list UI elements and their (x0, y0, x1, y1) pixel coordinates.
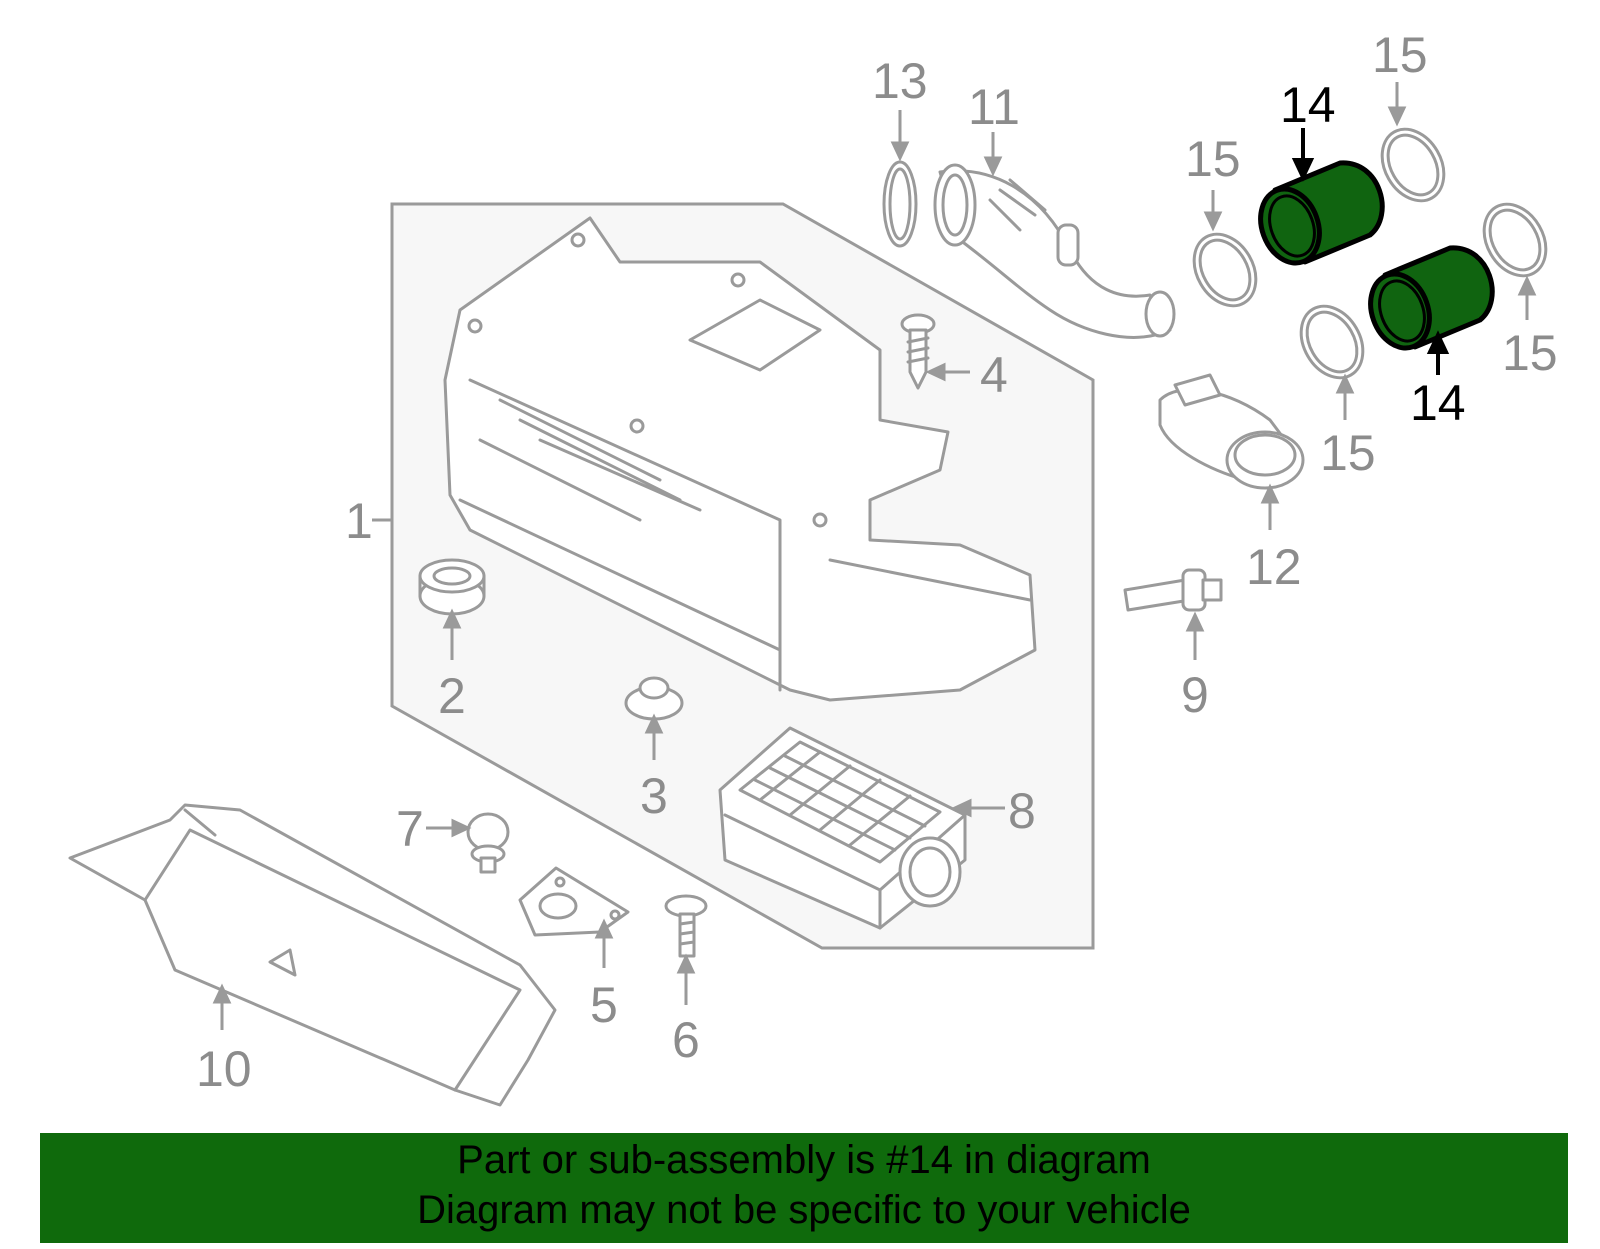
callout-14-lower: 14 (1410, 375, 1466, 431)
info-banner: Part or sub-assembly is #14 in diagram D… (40, 1133, 1568, 1243)
part-15-clamp[interactable] (1289, 295, 1375, 389)
part-8-air-filter[interactable] (718, 726, 967, 930)
part-10-air-duct[interactable] (68, 803, 557, 1107)
part-9-connector[interactable] (1123, 568, 1223, 612)
part-14-hose-upper[interactable] (1251, 160, 1385, 271)
part-12-elbow[interactable] (1158, 373, 1305, 490)
callout-8: 8 (1008, 783, 1036, 839)
banner-line-1: Part or sub-assembly is #14 in diagram (457, 1138, 1151, 1182)
callout-4: 4 (980, 347, 1008, 403)
callout-14-upper: 14 (1280, 77, 1336, 133)
callout-5: 5 (590, 977, 618, 1033)
callout-9: 9 (1181, 667, 1209, 723)
callout-6: 6 (672, 1012, 700, 1068)
part-4-screw[interactable] (900, 313, 936, 390)
part-5-bracket[interactable] (518, 866, 630, 937)
callout-10: 10 (196, 1041, 252, 1097)
callout-3: 3 (640, 768, 668, 824)
part-7-clip[interactable] (466, 812, 510, 874)
part-15-clamp[interactable] (1472, 193, 1558, 287)
callout-13: 13 (872, 53, 928, 109)
callout-7: 7 (396, 801, 424, 857)
part-15-clamp[interactable] (1182, 223, 1268, 317)
part-13-seal-ring[interactable] (882, 160, 918, 248)
part-11-intake-hose[interactable] (933, 163, 1176, 339)
banner-line-2: Diagram may not be specific to your vehi… (417, 1188, 1191, 1232)
part-14-hose-lower[interactable] (1361, 245, 1495, 356)
callout-12: 12 (1246, 539, 1302, 595)
highlight-arrows (1291, 128, 1450, 375)
callout-2: 2 (438, 668, 466, 724)
part-15-clamp[interactable] (1370, 118, 1456, 212)
callout-11: 11 (968, 79, 1020, 135)
callout-15: 15 (1372, 27, 1428, 83)
callout-1: 1 (345, 493, 373, 549)
callout-15: 15 (1185, 131, 1241, 187)
leader-lines (212, 82, 1537, 1030)
callout-15: 15 (1320, 425, 1376, 481)
part-2-grommet[interactable] (418, 558, 486, 616)
air-filter-housing[interactable] (443, 216, 1037, 702)
callout-15: 15 (1502, 325, 1558, 381)
part-6-bolt[interactable] (664, 894, 708, 958)
